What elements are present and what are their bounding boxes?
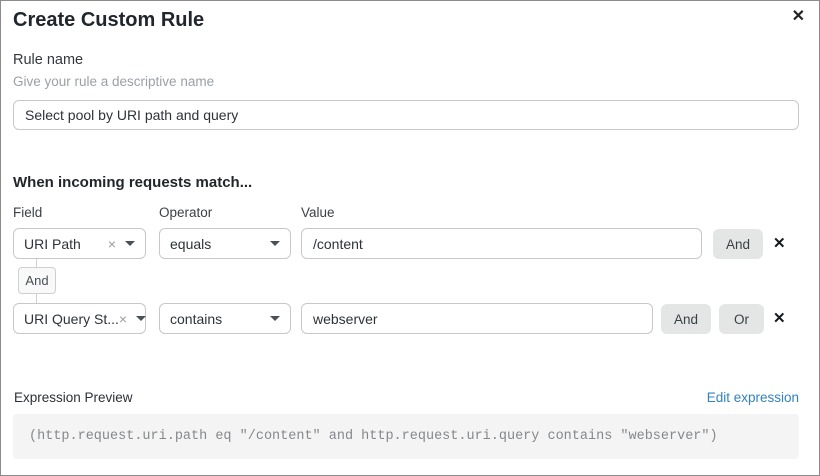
rule-name-helper: Give your rule a descriptive name [13,74,215,89]
expression-preview-label: Expression Preview [14,390,133,405]
chevron-down-icon [136,316,147,321]
field-select-row2-value: URI Query St... [24,310,119,327]
and-button-row2[interactable]: And [661,304,711,334]
clear-field-icon[interactable]: × [107,235,116,252]
operator-column-label: Operator [159,205,213,220]
and-connector-badge: And [18,267,56,294]
and-button-row1[interactable]: And [713,229,763,259]
field-select-row1-value: URI Path [24,235,81,252]
chevron-down-icon [125,241,135,246]
field-select-row2[interactable]: URI Query St... × [13,303,147,334]
clear-field-icon[interactable]: × [118,310,128,327]
match-heading: When incoming requests match... [13,174,253,191]
field-column-label: Field [13,205,43,220]
value-input-row2[interactable] [301,303,653,334]
value-input-row1[interactable] [301,228,702,259]
or-button-row2[interactable]: Or [719,304,764,334]
edit-expression-link[interactable]: Edit expression [706,390,799,405]
dialog-title: Create Custom Rule [13,9,205,31]
expression-code-block: (http.request.uri.path eq "/content" and… [13,414,799,459]
operator-select-row2-value: contains [170,310,223,327]
connector-line [36,259,37,267]
connector-line [36,294,37,303]
remove-condition-icon-row2[interactable]: ✕ [773,310,786,327]
operator-select-row1-value: equals [170,235,212,252]
value-column-label: Value [301,205,335,220]
close-icon[interactable]: ✕ [788,7,809,27]
rule-name-input[interactable] [13,100,799,130]
expression-code: (http.request.uri.path eq "/content" and… [29,429,718,444]
operator-select-row1[interactable]: equals [159,228,291,259]
remove-condition-icon-row1[interactable]: ✕ [773,235,786,252]
chevron-down-icon [270,316,280,321]
field-select-row1[interactable]: URI Path × [13,228,146,259]
rule-name-label: Rule name [13,52,84,68]
operator-select-row2[interactable]: contains [159,303,291,334]
chevron-down-icon [270,241,280,246]
